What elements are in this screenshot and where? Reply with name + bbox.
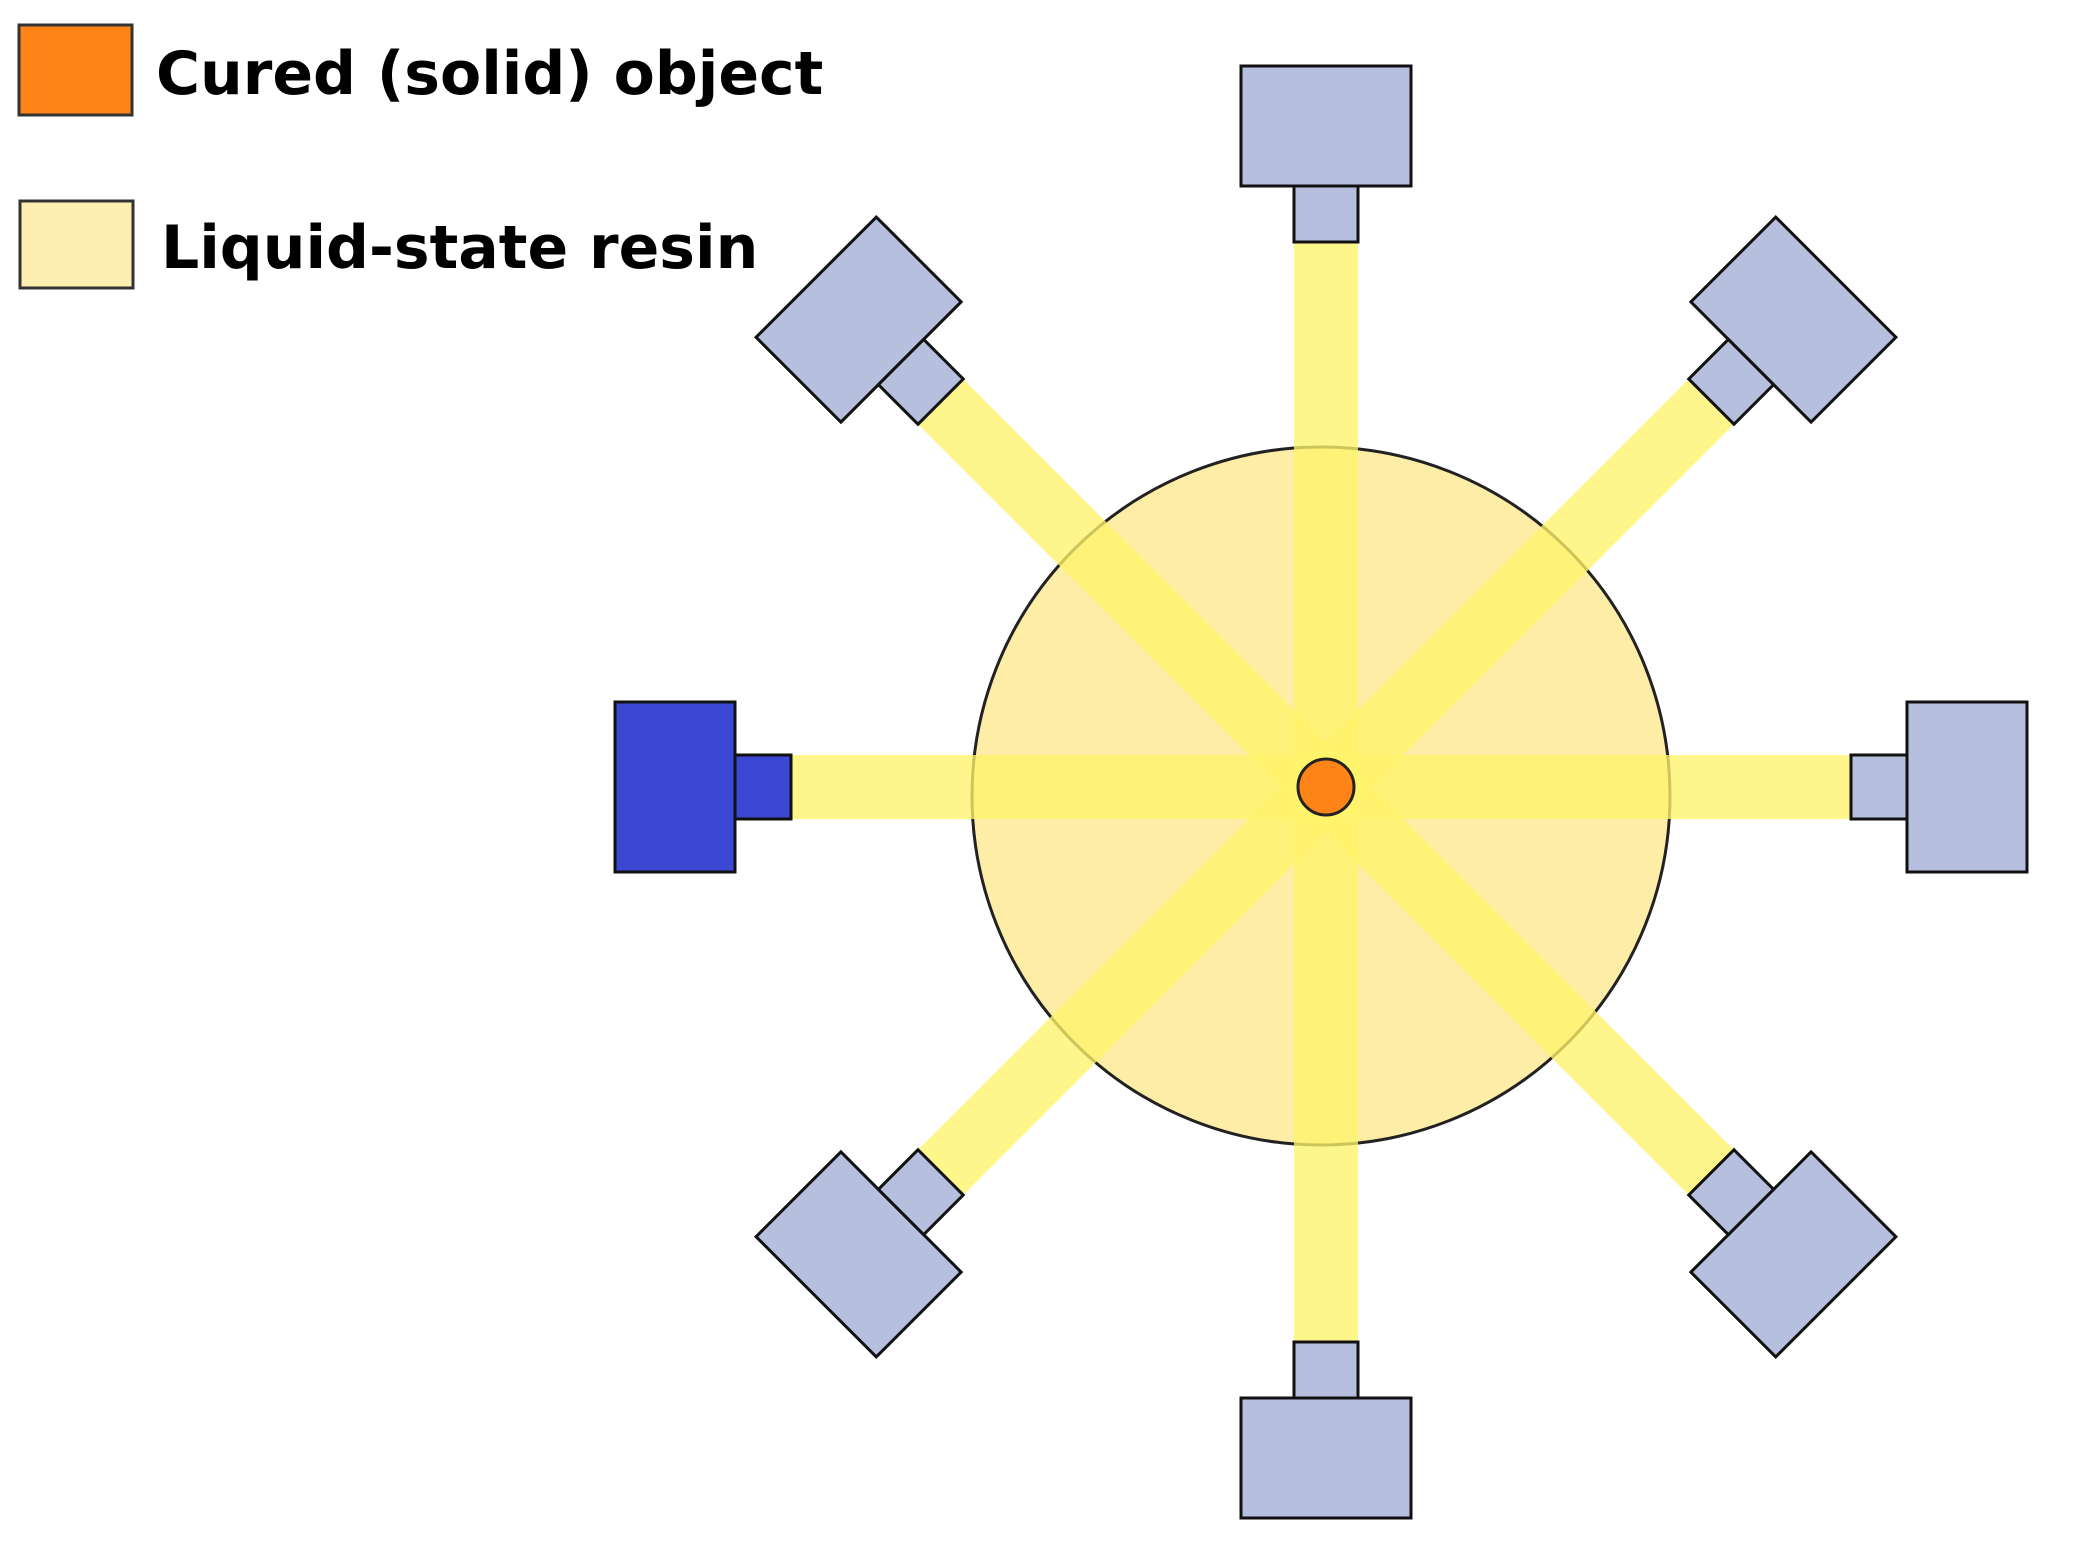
legend-label-liquid-resin: Liquid-state resin <box>161 213 758 283</box>
projector-lens <box>733 753 793 821</box>
projector-lens <box>1686 1147 1776 1237</box>
projector-body <box>1905 700 2029 874</box>
projector-body <box>613 700 737 874</box>
projector-top-left <box>753 214 966 427</box>
projector-left-active <box>613 700 793 874</box>
light-beam-top <box>1294 242 1358 787</box>
light-beam-right <box>1326 755 1851 819</box>
light-beams <box>791 242 1851 1342</box>
projector-lens <box>1686 337 1776 427</box>
light-beam-bottom-right <box>1303 764 1735 1196</box>
projector-bottom <box>1239 1340 1413 1520</box>
projector-right <box>1849 700 2029 874</box>
projector-body <box>1239 64 1413 188</box>
projector-bottom-left <box>753 1147 966 1360</box>
light-beam-top-right <box>1303 378 1735 810</box>
light-beam-bottom <box>1294 787 1358 1342</box>
cured-object <box>1296 757 1356 817</box>
projector-lens <box>876 1147 966 1237</box>
legend-swatch-liquid-resin <box>18 199 135 290</box>
projector-lens <box>1292 184 1360 244</box>
projector-top-right <box>1686 214 1899 427</box>
legend-label-cured-object: Cured (solid) object <box>156 39 823 109</box>
legend: Cured (solid) object Liquid-state resin <box>17 23 823 290</box>
legend-swatch-cured-object <box>17 23 134 117</box>
projector-bottom-right <box>1686 1147 1899 1360</box>
light-beam-left <box>791 755 1326 819</box>
light-beam-top-left <box>917 378 1349 810</box>
projector-top <box>1239 64 1413 244</box>
projector-lens <box>1292 1340 1360 1400</box>
light-beam-bottom-left <box>917 764 1349 1196</box>
projector-lens <box>876 337 966 427</box>
projector-body <box>1239 1396 1413 1520</box>
projector-lens <box>1849 753 1909 821</box>
projectors <box>613 64 2029 1520</box>
